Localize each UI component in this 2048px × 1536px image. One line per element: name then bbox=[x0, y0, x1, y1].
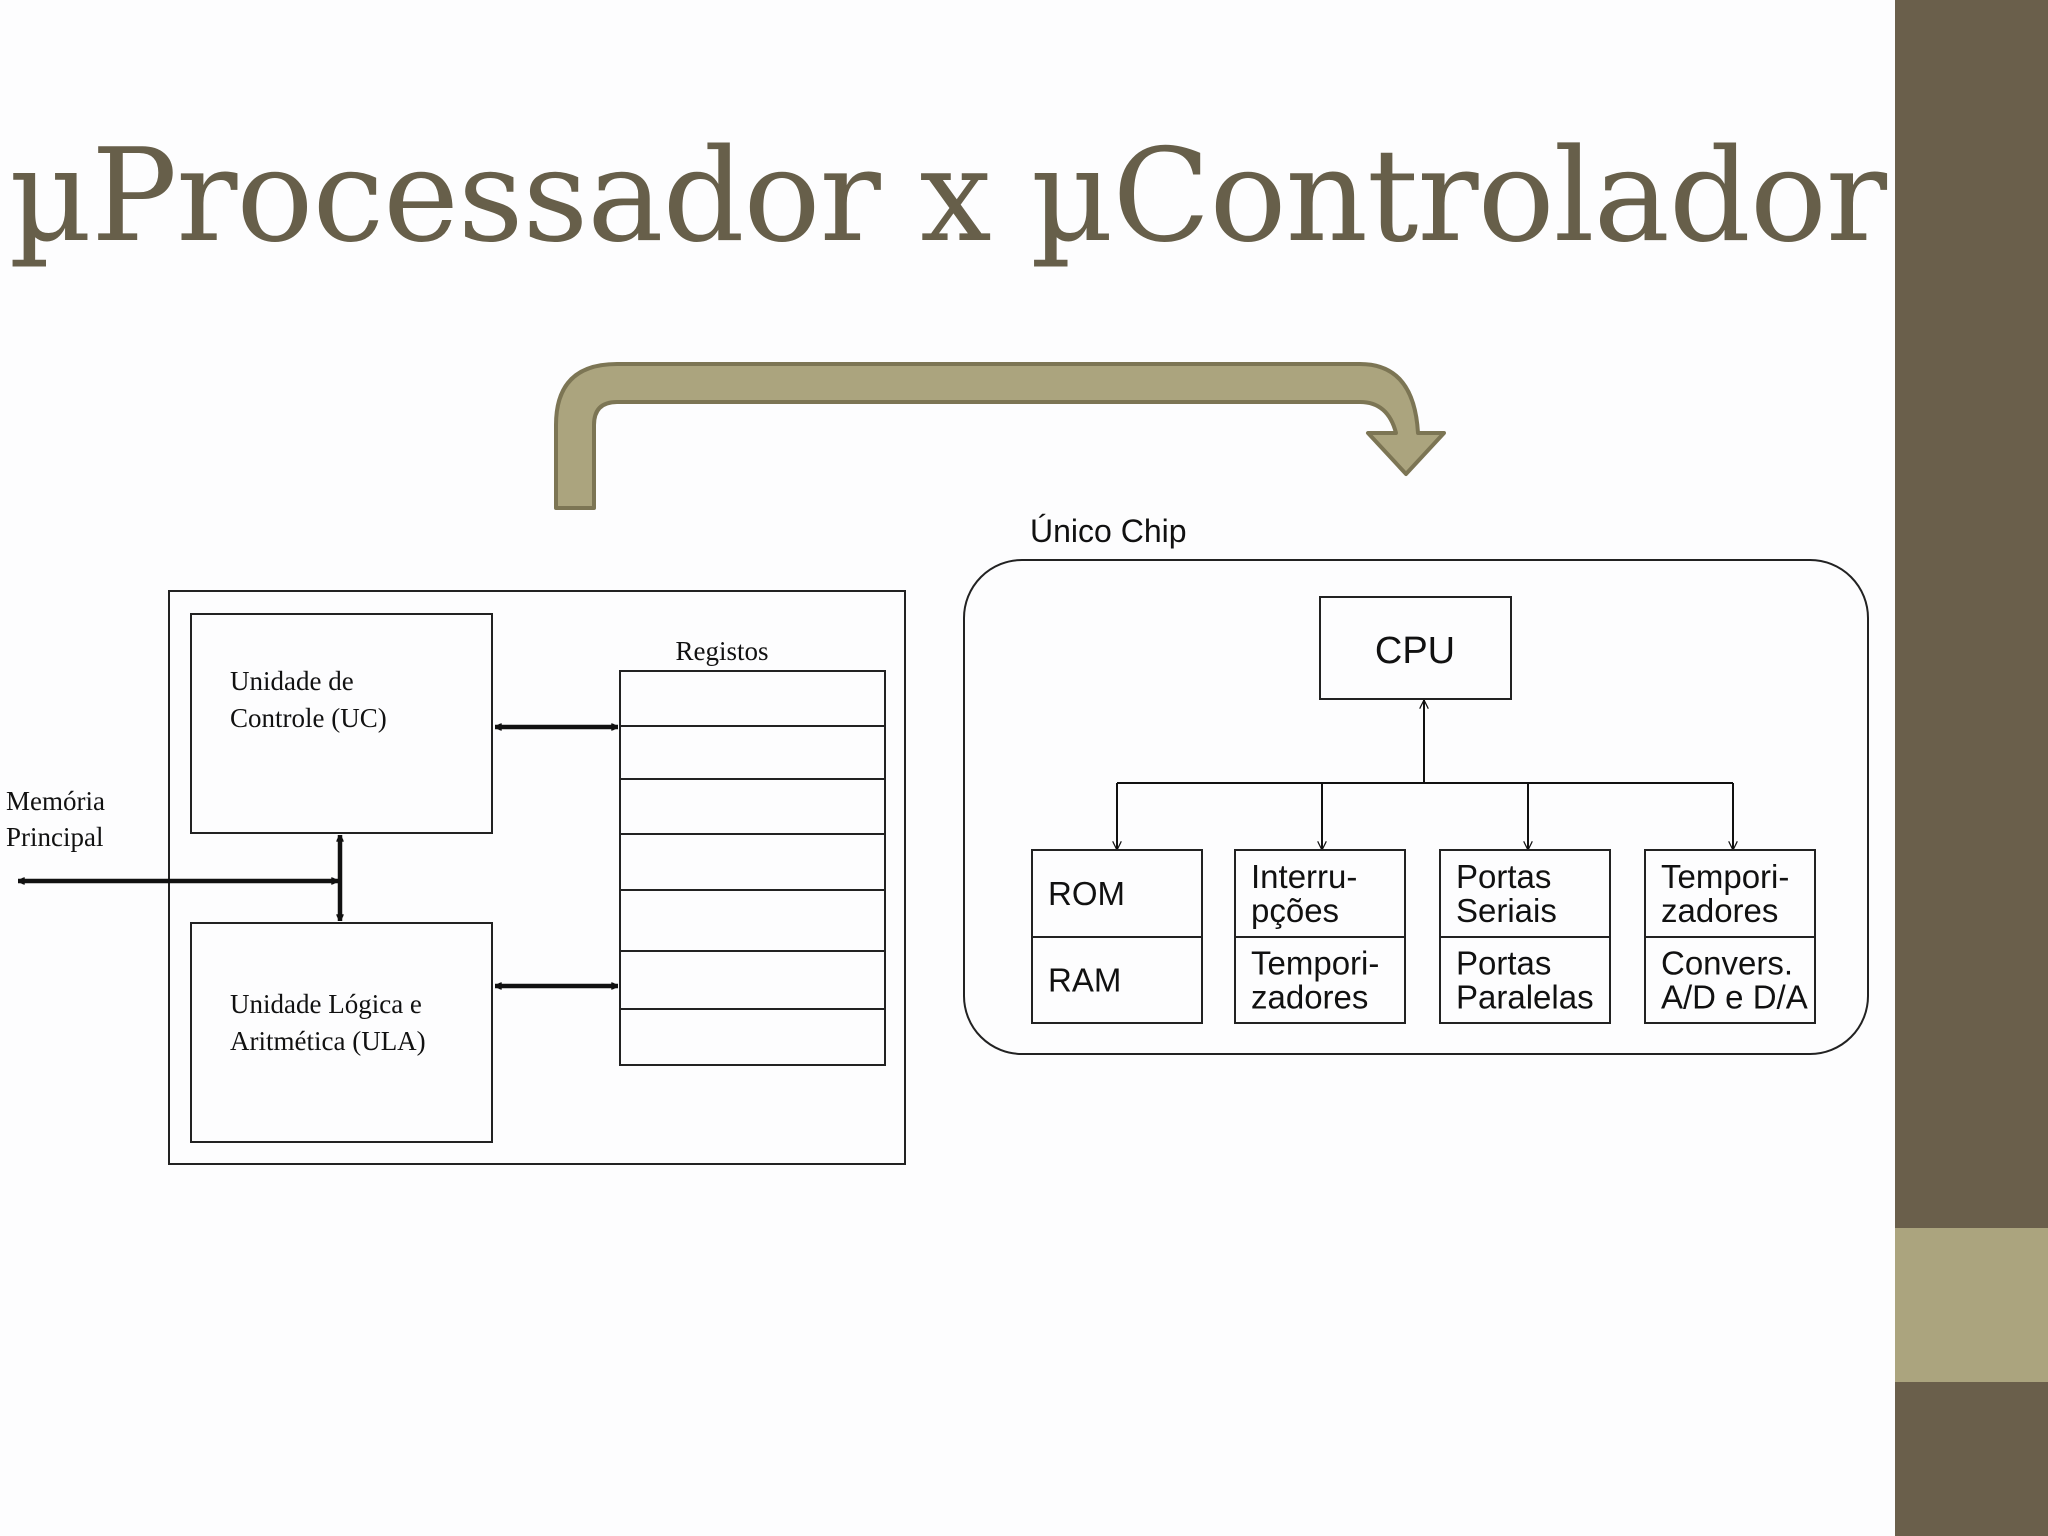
module-label: Convers. bbox=[1661, 945, 1793, 982]
module-box: ROM RAM bbox=[1031, 849, 1203, 1024]
slide-title: µProcessador x µControlador bbox=[8, 122, 1887, 271]
alu-label-line1: Unidade Lógica e bbox=[230, 989, 422, 1019]
module-label: zadores bbox=[1251, 979, 1368, 1016]
single-chip-boundary bbox=[963, 559, 1869, 1055]
internal-bus bbox=[1117, 700, 1733, 850]
cpu-label: CPU bbox=[1375, 630, 1455, 672]
module-label: Tempori- bbox=[1251, 945, 1379, 982]
peripheral-modules: ROMRAMInterru-pçõesTempori-zadoresPortas… bbox=[1031, 849, 1816, 1024]
single-chip-label: Único Chip bbox=[1030, 513, 1187, 549]
module-label: Tempori- bbox=[1661, 858, 1789, 895]
alu-label-line2: Aritmética (ULA) bbox=[230, 1026, 426, 1056]
module-label: A/D e D/A bbox=[1661, 979, 1808, 1016]
module-label: ROM bbox=[1048, 875, 1125, 912]
module-label: Portas bbox=[1456, 945, 1551, 982]
module-label: Portas bbox=[1456, 858, 1551, 895]
control-unit-label-line1: Unidade de bbox=[230, 666, 354, 696]
module-label: pções bbox=[1251, 892, 1339, 929]
cpu-box bbox=[1319, 596, 1512, 700]
microcontroller-diagram: Único Chip CPU ROMRAMInterru-pçõesTempor… bbox=[963, 513, 1869, 1055]
main-memory-label-line1: Memória bbox=[6, 786, 105, 816]
transition-arrow bbox=[554, 362, 1446, 510]
microprocessor-diagram: Unidade de Controle (UC) Unidade Lógica … bbox=[6, 590, 906, 1165]
side-bar-accent bbox=[1895, 1228, 2048, 1382]
module-label: Seriais bbox=[1456, 892, 1557, 929]
control-unit-label-line2: Controle (UC) bbox=[230, 703, 387, 733]
control-unit-box bbox=[190, 613, 493, 834]
module-label: zadores bbox=[1661, 892, 1778, 929]
module-label: RAM bbox=[1048, 962, 1121, 999]
alu-box bbox=[190, 922, 493, 1143]
module-label: Interru- bbox=[1251, 858, 1357, 895]
registers-label: Registos bbox=[675, 636, 768, 666]
main-memory-label-line2: Principal bbox=[6, 822, 103, 852]
module-label: Paralelas bbox=[1456, 979, 1594, 1016]
register-stack bbox=[619, 670, 886, 1066]
